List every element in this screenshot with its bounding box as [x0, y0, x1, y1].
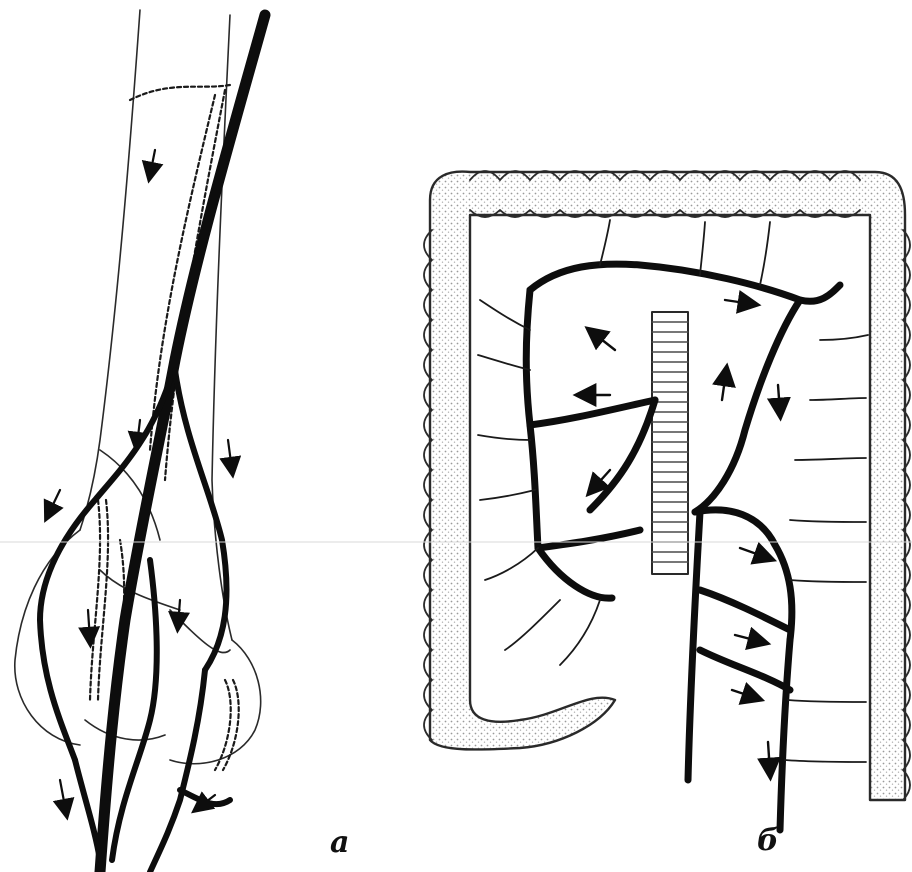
main-artery: [100, 15, 265, 872]
aorta: [652, 312, 688, 574]
panel-label-a: а: [330, 828, 349, 858]
panel-label-b: б: [757, 826, 779, 856]
limb-outline: [15, 10, 261, 764]
panel-a-limb-collaterals: [15, 10, 265, 872]
branch-vessels: [40, 370, 230, 872]
panel-b-colon-arcades: [424, 171, 910, 830]
